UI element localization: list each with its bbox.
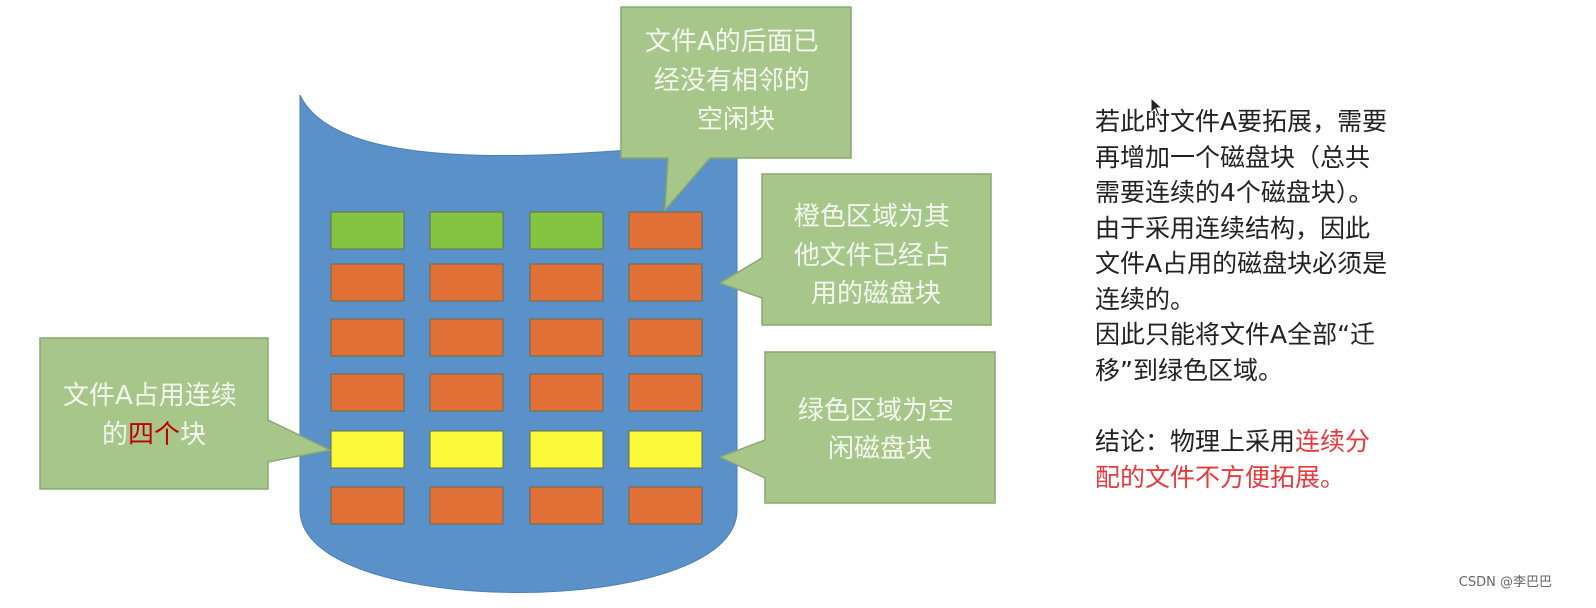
- disk-block-used: [628, 373, 703, 412]
- disk-block-fileA: [628, 430, 703, 469]
- disk-block-fileA: [429, 430, 504, 469]
- explanation-paragraph-2: 由于采用连续结构，因此 文件A占用的磁盘块必须是 连续的。: [1095, 213, 1388, 314]
- disk-block-fileA: [330, 430, 405, 469]
- disk-block-used: [529, 263, 604, 302]
- disk-block-used: [529, 373, 604, 412]
- disk-block-used: [330, 318, 405, 357]
- mouse-pointer-icon: [1150, 97, 1164, 117]
- disk-block-used: [429, 263, 504, 302]
- explanation-paragraph-1: 若此时文件A要拓展，需要 再增加一个磁盘块（总共 需要连续的4个磁盘块）。: [1095, 107, 1388, 207]
- disk-block-used: [529, 318, 604, 357]
- callout-file-a-text: 文件A占用连续 的四个块: [63, 381, 245, 450]
- disk-block-used: [330, 263, 405, 302]
- callout-orange-text: 橙色区域为其 他文件已经占 用的磁盘块: [794, 202, 958, 309]
- explanation-text: 若此时文件A要拓展，需要 再增加一个磁盘块（总共 需要连续的4个磁盘块）。 由于…: [1095, 104, 1475, 495]
- explanation-paragraph-3: 因此只能将文件A全部“迁 移”到绿色区域。: [1095, 320, 1376, 385]
- callout-orange: [718, 173, 992, 326]
- callout-green: [718, 351, 996, 504]
- conclusion: 结论：物理上采用连续分 配的文件不方便拓展。: [1095, 427, 1371, 492]
- disk-block-used: [330, 486, 405, 525]
- disk-block-used: [628, 318, 703, 357]
- disk-block-used: [429, 373, 504, 412]
- disk-block-used: [628, 211, 703, 250]
- disk-block-used: [429, 486, 504, 525]
- disk-block-free: [330, 211, 405, 250]
- disk-block-used: [628, 486, 703, 525]
- disk-blocks: [330, 211, 703, 525]
- disk-block-used: [429, 318, 504, 357]
- disk-block-free: [429, 211, 504, 250]
- callout-top-text: 文件A的后面已 经没有相邻的 空闲块: [645, 27, 827, 135]
- disk-block-fileA: [529, 430, 604, 469]
- callout-top: [620, 6, 852, 213]
- callout-green-text: 绿色区域为空 闲磁盘块: [798, 396, 962, 464]
- disk-block-used: [628, 263, 703, 302]
- disk-block-used: [529, 486, 604, 525]
- watermark: CSDN @李巴巴: [1458, 575, 1552, 590]
- disk-block-used: [330, 373, 405, 412]
- callout-file-a: [39, 337, 333, 490]
- disk-block-free: [529, 211, 604, 250]
